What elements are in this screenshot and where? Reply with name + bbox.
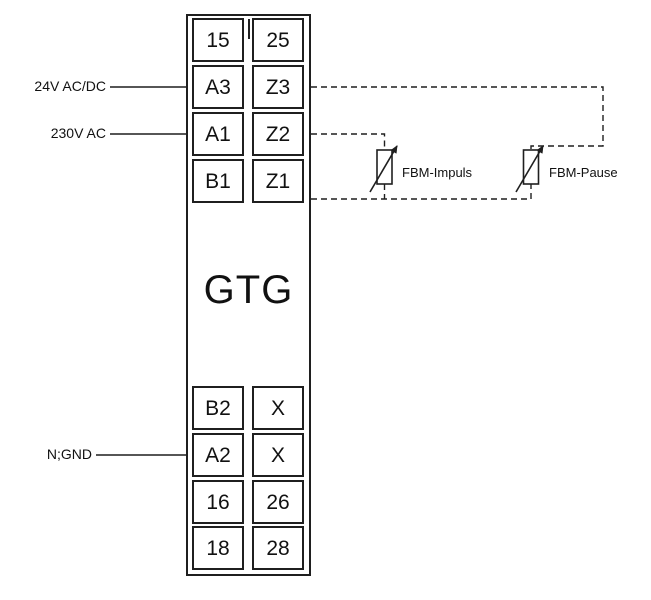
wire-z1-common — [311, 184, 532, 200]
wiper-arrow-icon — [515, 145, 544, 193]
device-label: GTG — [203, 268, 294, 312]
terminal-b1: B1 — [192, 159, 244, 203]
terminal-a2: A2 — [192, 433, 244, 477]
terminal-a3: A3 — [192, 65, 244, 109]
wire-z2-fbm-impuls — [311, 133, 386, 150]
fbm-impuls-label: FBM-Impuls — [402, 165, 473, 180]
terminal-x-2: X — [252, 433, 304, 477]
terminal-28: 28 — [252, 526, 304, 570]
terminal-16: 16 — [192, 480, 244, 524]
terminal-a1: A1 — [192, 112, 244, 156]
terminal-15: 15 — [192, 18, 244, 62]
wire-z3-fbm-pause — [311, 86, 604, 150]
potentiometer-fbm-pause-symbol — [515, 145, 544, 193]
supply-label-230v: 230V AC — [50, 125, 106, 141]
fbm-pause-label: FBM-Pause — [549, 165, 618, 180]
terminal-z2: Z2 — [252, 112, 304, 156]
top-notch — [248, 19, 250, 39]
terminal-18: 18 — [192, 526, 244, 570]
wiper-arrow-icon — [369, 145, 398, 193]
supply-label-ngnd: N;GND — [46, 446, 92, 462]
terminal-26: 26 — [252, 480, 304, 524]
potentiometer-fbm-impuls-symbol — [369, 145, 398, 193]
terminal-25: 25 — [252, 18, 304, 62]
device-outline: 15 25 A3 Z3 A1 Z2 B1 Z1 GTG B2 X A2 X 16… — [186, 14, 311, 576]
supply-label-24v: 24V AC/DC — [34, 78, 106, 94]
terminal-x-1: X — [252, 386, 304, 430]
terminal-z3: Z3 — [252, 65, 304, 109]
terminal-z1: Z1 — [252, 159, 304, 203]
terminal-b2: B2 — [192, 386, 244, 430]
